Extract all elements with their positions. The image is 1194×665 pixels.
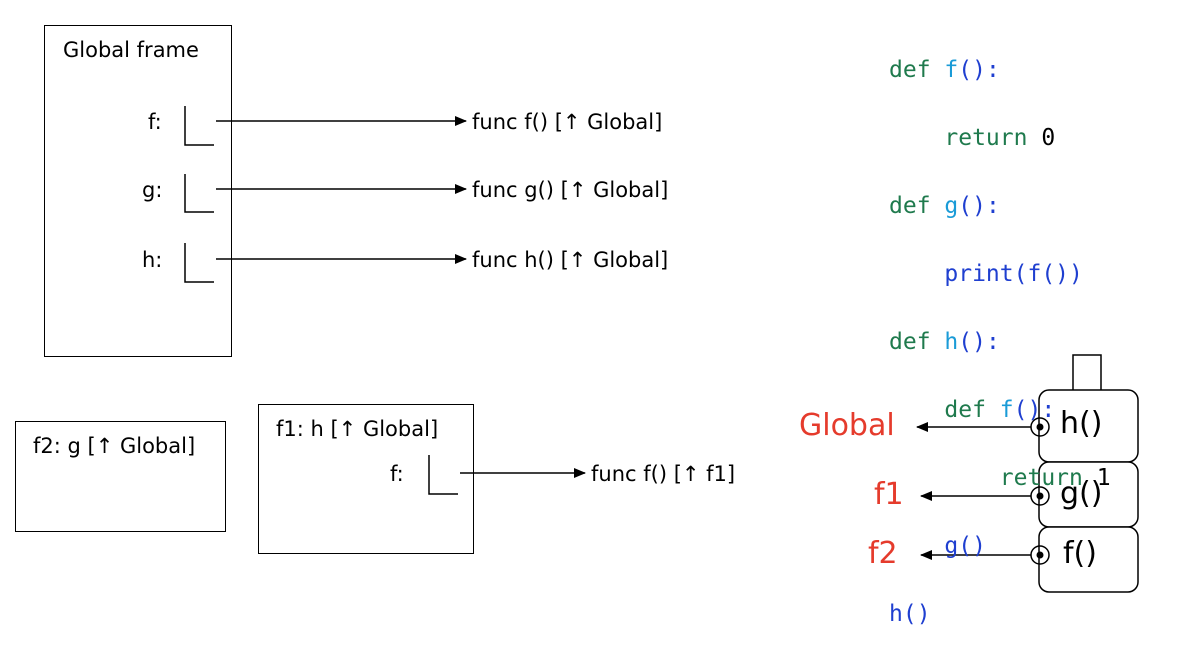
stack-call-h: h(): [1060, 406, 1103, 441]
code-line-2: return 0: [944, 125, 1056, 151]
global-frame: [44, 25, 232, 357]
global-binding-f-value: func f() [↑ Global]: [472, 110, 663, 134]
stack-tab: [1072, 354, 1102, 392]
global-binding-g-name: g:: [142, 178, 163, 202]
global-binding-h-name: h:: [142, 248, 163, 272]
code-line-7: return 1: [999, 465, 1111, 491]
f2-frame: [15, 421, 226, 532]
code-listing: def f(): return 0 def g(): print(f()) de…: [889, 19, 1111, 665]
f1-frame-title: f1: h [↑ Global]: [276, 417, 439, 441]
code-line-6: def f():: [944, 397, 1056, 423]
f1-binding-f-name: f:: [390, 462, 404, 486]
stack-box-f: [1038, 526, 1139, 593]
arrows-layer: [184, 106, 1139, 593]
f1-frame: [258, 404, 474, 554]
code-line-3: def g():: [889, 193, 1000, 219]
global-binding-h-value: func h() [↑ Global]: [472, 248, 669, 272]
code-line-4: print(f()): [944, 261, 1083, 287]
code-line-1: def f():: [889, 57, 1000, 83]
slot-f1-f: [428, 455, 458, 495]
stack-env-f1: f1: [874, 477, 904, 512]
global-binding-g-value: func g() [↑ Global]: [472, 178, 669, 202]
stack-env-global: Global: [799, 408, 895, 443]
global-frame-title: Global frame: [63, 38, 199, 62]
f1-binding-f-value: func f() [↑ f1]: [591, 462, 736, 486]
slot-g: [184, 174, 214, 213]
code-line-9: h(): [889, 601, 931, 627]
stack-env-f2: f2: [868, 536, 898, 571]
slot-f: [184, 106, 214, 146]
f2-frame-title: f2: g [↑ Global]: [33, 434, 196, 458]
code-line-5: def h():: [889, 329, 1000, 355]
slot-h: [184, 243, 214, 283]
stack-call-g: g(): [1060, 476, 1103, 511]
global-binding-f-name: f:: [148, 110, 162, 134]
code-line-8: g(): [944, 533, 986, 559]
stack-call-f: f(): [1063, 536, 1097, 571]
